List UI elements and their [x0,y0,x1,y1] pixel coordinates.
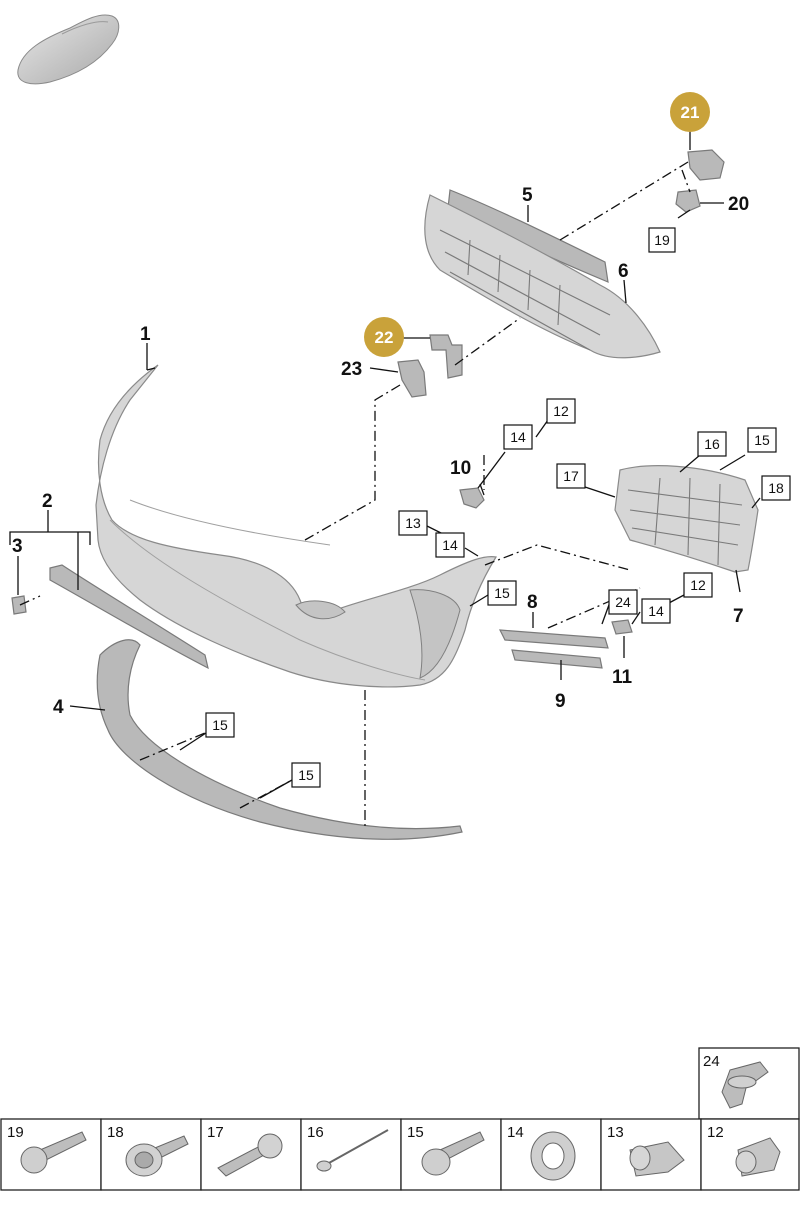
air-duct-frame [614,465,759,573]
callout-21: 21 [670,92,710,132]
svg-text:12: 12 [553,403,569,419]
svg-text:16: 16 [704,436,720,452]
svg-text:22: 22 [375,328,394,347]
clip-icon [721,1061,769,1109]
label-1: 1 [140,324,151,345]
boxed-ref-14b: 14 [435,532,465,558]
svg-text:15: 15 [494,585,510,601]
hardware-cell-12: 12 [700,1118,800,1191]
label-11: 11 [612,667,633,688]
label-2: 2 [42,491,53,512]
sensor-bracket [675,149,725,213]
hardware-cell-19: 19 [0,1118,102,1191]
lower-spoiler [96,639,463,840]
lower-trims [498,619,633,669]
boxed-ref-14a: 14 [503,424,533,450]
boxed-ref-18: 18 [761,475,791,501]
label-20: 20 [728,194,749,215]
hardware-cell-17: 17 [200,1118,302,1191]
car-silhouette-icon [17,14,120,85]
pin-icon [316,1129,389,1172]
hardware-cell-14: 14 [500,1118,602,1191]
boxed-ref-12b: 12 [683,572,713,598]
callout-22: 22 [364,317,404,357]
svg-text:15: 15 [754,432,770,448]
boxed-ref-15d: 15 [291,762,321,788]
label-8: 8 [527,592,538,613]
svg-text:18: 18 [107,1124,124,1141]
boxed-ref-14c: 14 [641,598,671,624]
svg-text:17: 17 [563,468,579,484]
small-mount [459,487,485,509]
svg-text:15: 15 [298,767,314,783]
svg-text:13: 13 [607,1124,624,1141]
sensor-icon [629,1141,685,1177]
assembly-lines [19,161,691,830]
label-4: 4 [53,697,64,718]
label-7: 7 [733,606,744,627]
svg-text:19: 19 [7,1124,24,1141]
svg-text:17: 17 [207,1124,224,1141]
boxed-ref-15b: 15 [487,580,517,606]
nut-icon [530,1131,576,1181]
boxed-ref-13: 13 [398,510,428,536]
svg-text:14: 14 [510,429,526,445]
boxed-ref-12a: 12 [546,398,576,424]
nut-icon [125,1135,189,1177]
hardware-table: 24 19 18 17 [0,1047,800,1191]
bolt-icon [20,1131,87,1174]
label-6: 6 [618,261,629,282]
trim-strip [49,564,209,670]
svg-text:24: 24 [615,594,631,610]
front-grille [424,194,661,359]
sensor-icon [735,1137,781,1177]
svg-text:15: 15 [407,1124,424,1141]
rivet-icon [217,1133,283,1177]
hardware-cell-15: 15 [400,1118,502,1191]
svg-text:14: 14 [442,537,458,553]
boxed-ref-17: 17 [556,463,586,489]
boxed-ref-16: 16 [697,431,727,457]
svg-text:15: 15 [212,717,228,733]
label-3: 3 [12,536,23,557]
svg-text:18: 18 [768,480,784,496]
center-bracket [397,334,463,398]
hardware-cell-16: 16 [300,1118,402,1191]
svg-text:14: 14 [507,1124,524,1141]
hardware-cell-13: 13 [600,1118,702,1191]
svg-text:19: 19 [654,232,670,248]
svg-text:16: 16 [307,1124,324,1141]
clip-part [11,595,27,615]
svg-text:24: 24 [703,1053,720,1070]
svg-text:14: 14 [648,603,664,619]
label-10: 10 [450,458,471,479]
label-5: 5 [522,185,533,206]
svg-text:12: 12 [707,1124,724,1141]
boxed-ref-19: 19 [648,227,676,253]
hardware-cell-24: 24 [698,1047,800,1120]
boxed-ref-15a: 15 [747,427,777,453]
boxed-ref-15c: 15 [205,712,235,738]
boxed-ref-24: 24 [608,589,638,615]
bolt-icon [421,1131,485,1176]
hardware-cell-18: 18 [100,1118,202,1191]
svg-text:21: 21 [681,103,700,122]
label-23: 23 [341,359,362,380]
svg-text:12: 12 [690,577,706,593]
leader-lines [9,131,761,799]
front-bumper-cover [95,364,497,688]
svg-text:13: 13 [405,515,421,531]
label-9: 9 [555,691,566,712]
